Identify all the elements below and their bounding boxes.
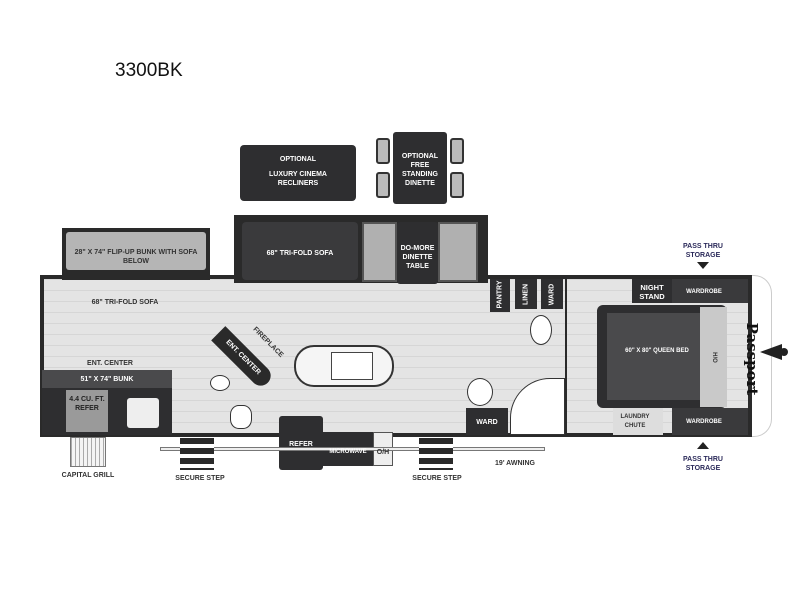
tri-fold-sofa-left-label: 68" TRI-FOLD SOFA (91, 299, 159, 306)
wardrobe-top (672, 279, 748, 303)
ward-bath (466, 408, 508, 435)
bedroom-wall (565, 279, 567, 435)
awning (160, 447, 545, 451)
secure-step-1 (180, 438, 214, 470)
secure-step-1-label: SECURE STEP (175, 475, 225, 482)
toilet-rear (530, 315, 552, 345)
laundry-chute-label: LAUNDRY CHUTE (620, 414, 650, 429)
ward-top (541, 279, 563, 309)
queen-bed-label: 60" X 80" QUEEN BED (625, 348, 689, 354)
hitch-ball-icon (780, 348, 788, 356)
optional-label: OPTIONAL (279, 156, 317, 163)
flip-up-bunk-label: 28" X 74" FLIP-UP BUNK WITH SOFA BELOW (74, 249, 198, 265)
awning-label: 19' AWNING (495, 460, 535, 467)
secure-step-2-label: SECURE STEP (412, 475, 462, 482)
recliners-label: LUXURY CINEMA RECLINERS (269, 171, 327, 187)
ward-top-label: WARD (548, 283, 556, 306)
pass-thru-bottom-label: PASS THRU STORAGE (683, 456, 723, 472)
laundry-chute (613, 408, 663, 435)
refer (279, 416, 323, 470)
headboard-pillows (700, 307, 727, 407)
linen-label: LINEN (522, 284, 530, 305)
brand-logo: Passport (743, 322, 761, 396)
free-standing-table (393, 132, 447, 204)
wardrobe-top-label: WARDROBE (686, 289, 722, 295)
wardrobe-bottom (672, 408, 748, 435)
dinette-bench (438, 222, 478, 282)
arrow-down-icon (697, 262, 709, 269)
dinette-table (397, 222, 438, 284)
dinette-table-label: DO-MORE DINETTE TABLE (400, 245, 435, 270)
pantry (490, 279, 510, 312)
toilet-left (210, 375, 230, 391)
bunk-band (42, 370, 172, 388)
dinette-chair (450, 138, 464, 164)
bunk-label: 51" X 74" BUNK (80, 376, 134, 383)
arrow-up-icon (697, 442, 709, 449)
dinette-bench (362, 222, 397, 282)
sink-left (230, 405, 252, 429)
optional-dinette-label: OPTIONAL FREE STANDING DINETTE (401, 153, 439, 187)
tri-fold-sofa-label: 68" TRI-FOLD SOFA (266, 250, 334, 257)
ent-center-label: ENT. CENTER (87, 360, 133, 367)
mattress (607, 313, 707, 400)
model-title: 3300BK (115, 60, 183, 81)
secure-step-2 (419, 438, 453, 470)
linen (515, 279, 537, 309)
night-stand-label: NIGHT STAND (639, 283, 665, 301)
pass-thru-top-label: PASS THRU STORAGE (683, 243, 723, 259)
night-stand (632, 279, 672, 303)
capital-grill (70, 437, 106, 467)
optional-recliners: OPTIONAL LUXURY CINEMA RECLINERS (240, 145, 356, 201)
wardrobe-bottom-label: WARDROBE (686, 419, 722, 425)
microwave-label: MICROWAVE (329, 449, 367, 455)
oh-label: O/H (376, 449, 390, 456)
flip-up-bunk-mattress (66, 232, 206, 270)
optional-dinette: OPTIONAL FREE STANDING DINETTE (376, 132, 464, 204)
tri-fold-sofa (242, 222, 358, 280)
dinette-chair (376, 172, 390, 198)
flip-up-bunk: 28" X 74" FLIP-UP BUNK WITH SOFA BELOW (62, 228, 210, 280)
outdoor-sink (127, 398, 159, 428)
ward-bath-label: WARD (476, 419, 498, 426)
sink-rear (467, 378, 493, 406)
kitchen-sink (331, 352, 373, 380)
dinette-chair (376, 138, 390, 164)
mini-refer-label: 4.4 CU. FT. REFER (69, 396, 105, 412)
mini-refer (66, 390, 108, 432)
ho-label: H/O (711, 352, 717, 363)
refer-label: REFER (289, 441, 313, 448)
dinette-chair (450, 172, 464, 198)
capital-grill-label: CAPITAL GRILL (61, 472, 115, 479)
pantry-label: PANTRY (496, 280, 504, 309)
hitch-icon (760, 344, 782, 360)
